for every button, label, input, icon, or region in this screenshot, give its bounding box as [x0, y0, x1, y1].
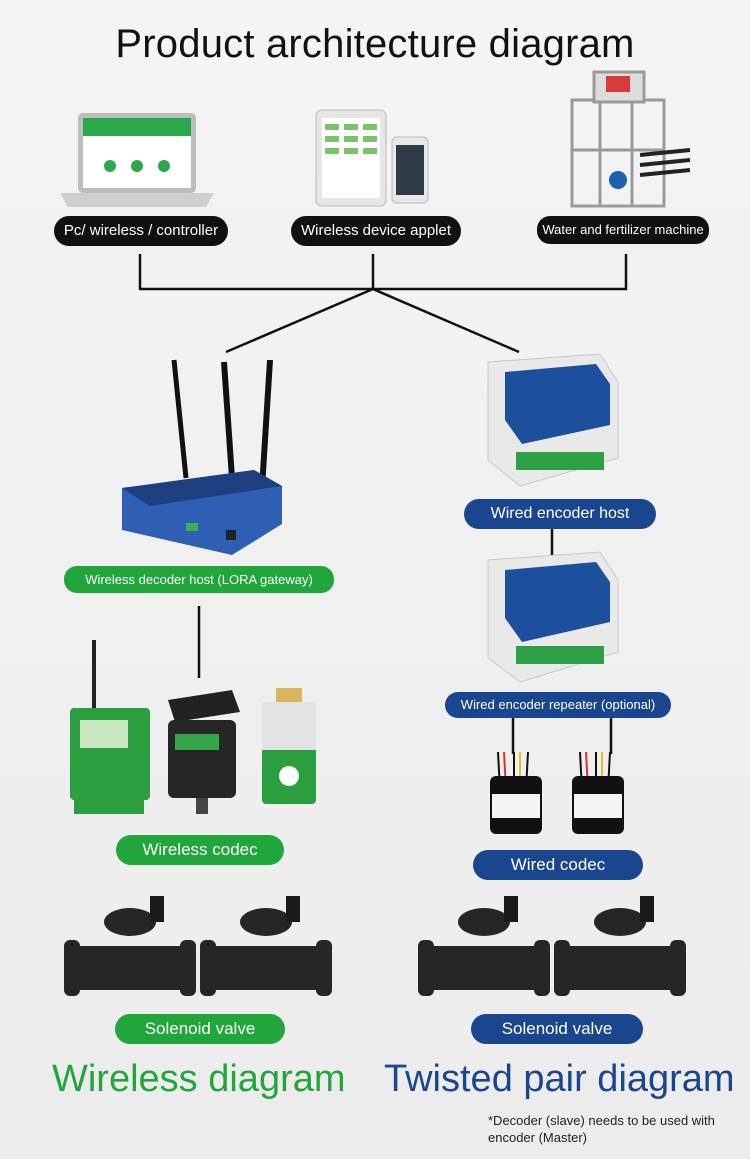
- wireless-diagram-title: Wireless diagram: [52, 1058, 346, 1100]
- solenoid-valve-icon-3: [418, 896, 550, 996]
- solenoid-valve-icon-4: [554, 896, 686, 996]
- lora-gateway-icon: [122, 359, 282, 555]
- footnote: *Decoder (slave) needs to be used with e…: [488, 1113, 715, 1145]
- tablet-phone-icon: [315, 109, 429, 207]
- wired-valve-label: Solenoid valve: [471, 1014, 643, 1044]
- fertilizer-machine-label: Water and fertilizer machine: [537, 216, 709, 244]
- solenoid-valve-icon-2: [200, 896, 332, 996]
- laptop-icon: [60, 113, 214, 207]
- wireless-codec-label: Wireless codec: [116, 835, 284, 865]
- battery-codec-icon: [262, 688, 316, 804]
- wired-codec-icon-1: [490, 751, 542, 834]
- wireless-gateway-label: Wireless decoder host (LORA gateway): [64, 566, 334, 593]
- wireless-valve-label: Solenoid valve: [115, 1014, 285, 1044]
- solenoid-valve-icon-1: [64, 896, 196, 996]
- fertilizer-machine-icon: [570, 70, 691, 208]
- wired-repeater-label: Wired encoder repeater (optional): [445, 692, 671, 718]
- solar-codec-icon: [168, 690, 240, 814]
- wireless-applet-label: Wireless device applet: [291, 216, 461, 246]
- wired-host-label: Wired encoder host: [464, 499, 656, 529]
- twisted-pair-diagram-title: Twisted pair diagram: [384, 1058, 735, 1100]
- pc-controller-label: Pc/ wireless / controller: [54, 216, 228, 246]
- wired-encoder-repeater-icon: [487, 551, 619, 683]
- wired-codec-label: Wired codec: [473, 850, 643, 880]
- connector-lines: [138, 254, 628, 754]
- wired-codec-icon-2: [572, 751, 624, 834]
- page-title: Product architecture diagram: [115, 22, 635, 66]
- wireless-controller-icon: [70, 640, 150, 814]
- wired-encoder-host-icon: [487, 353, 619, 487]
